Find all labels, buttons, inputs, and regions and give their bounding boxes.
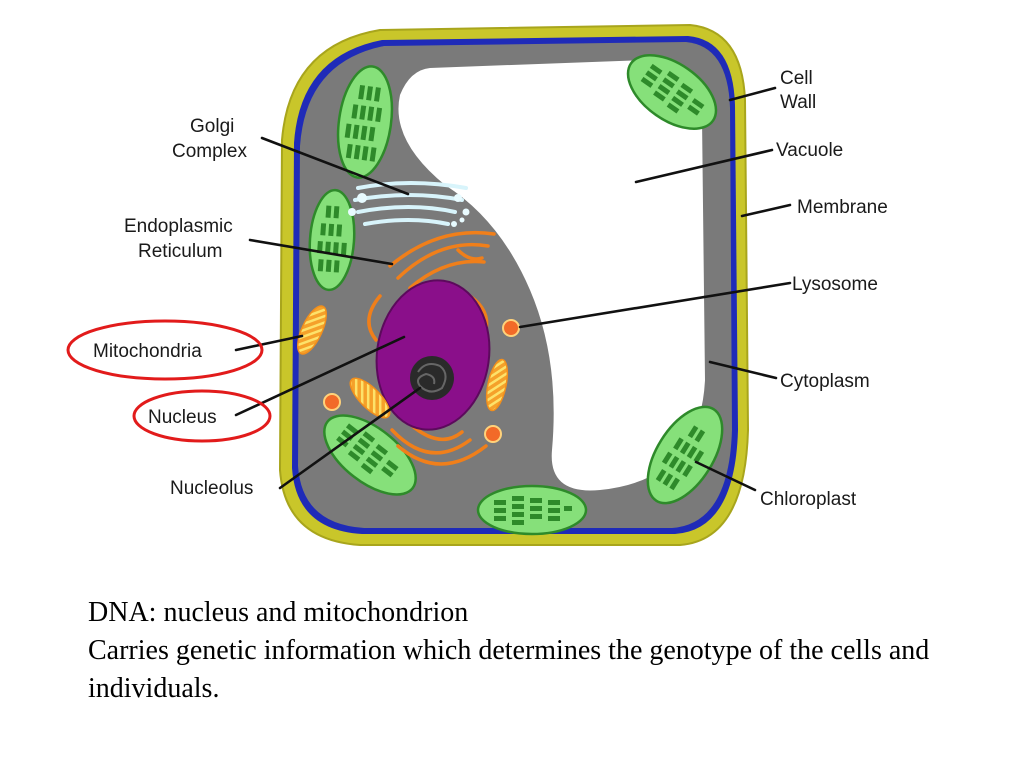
label-golgi-line1: Golgi [190,116,234,137]
label-lysosome: Lysosome [792,274,878,295]
chloroplast-6 [646,405,724,505]
leader-mitochondria [234,334,304,352]
mitochondrion-3 [485,358,509,412]
golgi-complex [348,181,470,227]
label-er-line2: Reticulum [138,241,222,262]
label-mitochondria: Mitochondria [93,341,202,362]
chloroplast-1 [336,65,394,179]
leader-lysosome [518,281,792,329]
mitochondrion-1 [297,305,327,355]
label-cytoplasm: Cytoplasm [780,371,870,392]
label-cell-wall-line1: Cell [780,68,813,89]
label-nucleus: Nucleus [148,407,217,428]
leader-chloroplast [694,460,757,492]
leader-membrane [740,203,792,218]
caption-line-2: Carries genetic information which determ… [88,635,930,704]
label-er-line1: Endoplasmic [124,216,233,237]
mitochondria-highlight-oval [66,319,264,381]
plant-cell-diagram: Golgi Complex Endoplasmic Reticulum Mito… [66,23,888,546]
label-cell-wall-line2: Wall [780,92,816,113]
chloroplast-5 [476,484,588,536]
nucleus-highlight-oval [132,389,272,443]
caption-line-1: DNA: nucleus and mitochondrion [88,597,469,628]
nucleolus [410,356,454,400]
vacuole [398,60,705,491]
label-nucleolus: Nucleolus [170,478,253,499]
lysosomes [323,319,520,443]
mitochondrion-2 [349,377,391,419]
leader-er [248,238,394,266]
label-membrane: Membrane [797,197,888,218]
leader-nucleolus [278,386,422,490]
caption: DNA: nucleus and mitochondrion Carries g… [88,594,968,708]
leader-golgi [260,136,410,196]
leader-nucleus [234,335,406,417]
chloroplast-4 [323,414,417,496]
leader-cytoplasm [708,360,778,380]
leader-vacuole [634,148,774,184]
leader-lines [234,86,792,492]
leader-cell-wall [728,86,777,102]
label-golgi-line2: Complex [172,141,247,162]
nucleus [375,279,491,431]
chloroplast-3 [626,54,718,130]
label-vacuole: Vacuole [776,140,843,161]
label-chloroplast: Chloroplast [760,489,857,510]
chloroplast-2 [308,188,356,292]
